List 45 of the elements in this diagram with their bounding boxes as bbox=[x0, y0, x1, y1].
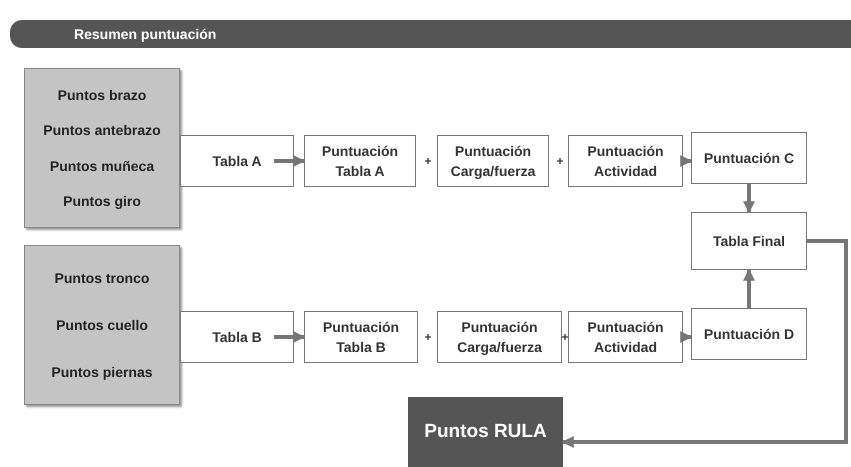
process-box bbox=[691, 132, 807, 184]
result-box bbox=[408, 397, 563, 467]
process-box bbox=[304, 311, 418, 363]
process-box bbox=[437, 311, 562, 363]
node-text: Tabla B bbox=[211, 328, 263, 347]
node-text: Puntos cuello bbox=[55, 316, 149, 335]
node-text: Puntos antebrazo bbox=[42, 121, 162, 140]
arrow bbox=[743, 184, 755, 214]
node-text: Puntuación Tabla B bbox=[322, 318, 400, 357]
node-text: Puntuación D bbox=[702, 325, 796, 344]
process-box bbox=[568, 135, 683, 187]
plus-sign: + bbox=[424, 155, 432, 167]
node-text: Puntos piernas bbox=[50, 363, 154, 382]
process-box bbox=[304, 135, 416, 187]
process-box bbox=[180, 311, 294, 363]
arrow bbox=[274, 331, 306, 343]
arrow bbox=[680, 155, 692, 167]
node-text: Puntos brazo bbox=[56, 86, 148, 105]
arrow bbox=[680, 331, 692, 343]
node-text: Puntos giro bbox=[62, 192, 142, 212]
input-panel bbox=[24, 68, 180, 228]
node-text: Tabla A bbox=[211, 152, 262, 171]
arrow bbox=[274, 155, 306, 167]
node-text: Puntos muñeca bbox=[48, 156, 156, 176]
node-text: Puntuación Tabla A bbox=[320, 142, 400, 181]
arrow bbox=[743, 268, 755, 308]
process-box bbox=[180, 135, 294, 187]
process-box bbox=[691, 212, 807, 270]
node-text: Puntuación Carga/fuerza bbox=[450, 142, 536, 181]
process-box bbox=[691, 308, 807, 360]
plus-sign: + bbox=[424, 331, 432, 343]
node-text: Puntuación C bbox=[702, 149, 796, 168]
process-box bbox=[568, 311, 683, 363]
header-title: Resumen puntuación bbox=[74, 24, 216, 44]
node-text: Puntos RULA bbox=[423, 420, 548, 444]
node-text: Puntuación Actividad bbox=[586, 142, 665, 181]
arrow bbox=[562, 239, 848, 448]
node-text: Puntuación Actividad bbox=[586, 318, 665, 357]
plus-sign: + bbox=[562, 331, 568, 343]
plus-sign: + bbox=[556, 155, 564, 167]
input-panel bbox=[24, 245, 180, 405]
node-text: Puntos tronco bbox=[54, 268, 150, 288]
node-text: Tabla Final bbox=[712, 232, 786, 251]
node-text: Puntuación Carga/fuerza bbox=[456, 318, 543, 357]
process-box bbox=[437, 135, 549, 187]
